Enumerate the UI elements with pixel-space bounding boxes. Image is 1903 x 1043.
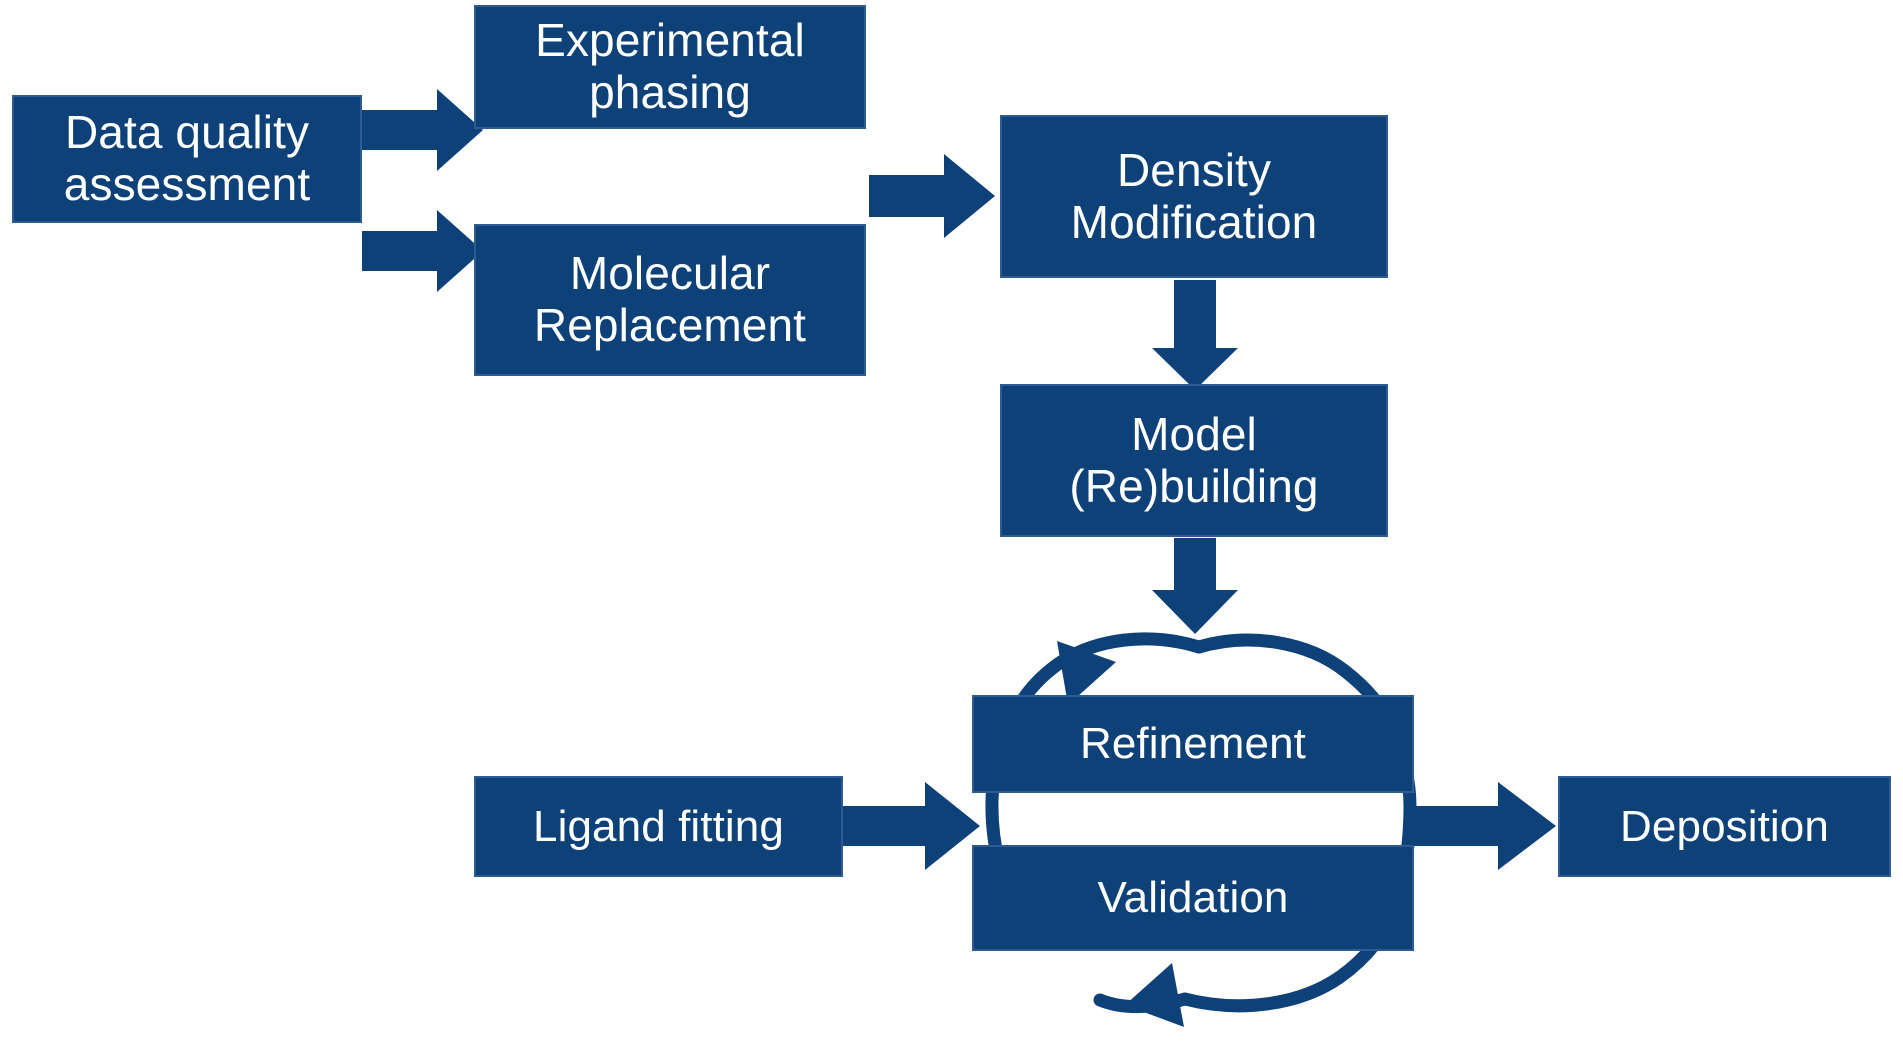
node-label-validation: Validation <box>1097 873 1289 923</box>
node-label-molecular-replacement: Molecular Replacement <box>533 247 807 351</box>
node-experimental-phasing[interactable]: Experimental phasing <box>474 5 866 129</box>
arrow-ligand-fitting-to-cycle <box>843 782 980 870</box>
node-label-refinement: Refinement <box>1079 719 1306 769</box>
node-ligand-fitting[interactable]: Ligand fitting <box>474 776 843 877</box>
node-molecular-replacement[interactable]: Molecular Replacement <box>474 224 866 376</box>
node-label-deposition: Deposition <box>1620 801 1829 851</box>
node-label-experimental-phasing: Experimental phasing <box>535 14 805 118</box>
node-data-quality-assessment[interactable]: Data quality assessment <box>12 95 362 223</box>
node-validation[interactable]: Validation <box>972 845 1414 951</box>
node-deposition[interactable]: Deposition <box>1558 776 1891 877</box>
node-label-data-quality-assessment: Data quality assessment <box>63 106 311 210</box>
node-model-rebuilding[interactable]: Model (Re)building <box>1000 384 1388 537</box>
arrow-data-quality-to-experimental-phasing <box>362 89 483 171</box>
arrow-phasing-to-density-modification <box>869 154 995 238</box>
arrow-density-modification-to-model-rebuilding <box>1152 280 1238 390</box>
node-density-modification[interactable]: Density Modification <box>1000 115 1388 278</box>
arrow-refinement-to-validation-cycle-top <box>1013 632 1206 711</box>
node-refinement[interactable]: Refinement <box>972 695 1414 793</box>
node-label-density-modification: Density Modification <box>1070 143 1318 248</box>
arrow-data-quality-to-molecular-replacement <box>362 210 483 292</box>
node-label-ligand-fitting: Ligand fitting <box>533 801 784 851</box>
node-label-model-rebuilding: Model (Re)building <box>1069 407 1319 512</box>
arrow-cycle-to-deposition <box>1408 782 1556 870</box>
arrow-model-rebuilding-to-refinement <box>1152 538 1238 634</box>
